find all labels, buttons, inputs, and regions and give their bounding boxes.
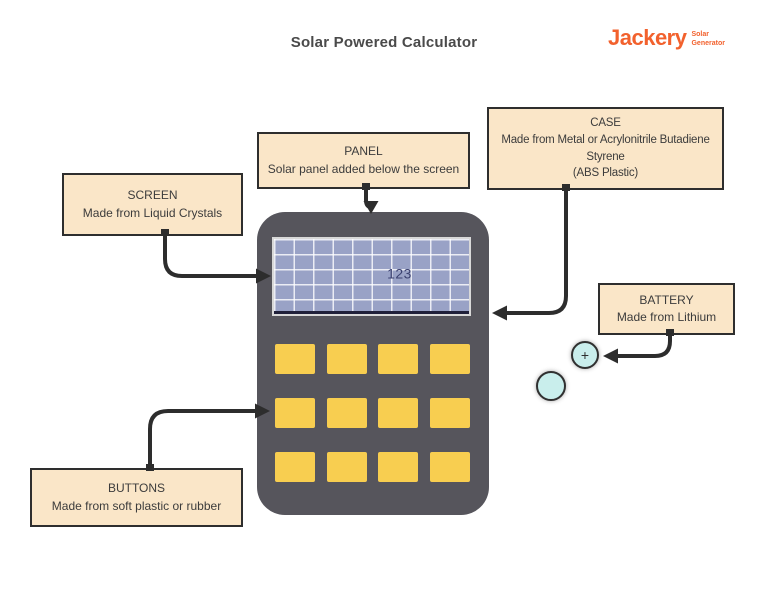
label-description: Styrene <box>586 150 625 163</box>
label-box-panel: PANEL Solar panel added below the screen <box>257 132 470 189</box>
buttons-connector-line <box>148 409 258 469</box>
calculator-body: 123 <box>257 212 489 515</box>
label-box-buttons: BUTTONS Made from soft plastic or rubber <box>30 468 243 527</box>
calculator-button <box>429 344 470 374</box>
label-description: (ABS Plastic) <box>572 167 639 180</box>
calculator-button <box>378 452 418 482</box>
calculator-button <box>326 398 367 428</box>
page-title: Solar Powered Calculator <box>290 34 478 51</box>
label-description: Made from Lithium <box>616 310 717 324</box>
calculator-button <box>378 344 418 374</box>
label-title: SCREEN <box>127 188 178 203</box>
label-title: CASE <box>590 117 621 130</box>
label-title: BATTERY <box>639 292 694 307</box>
label-title: BUTTONS <box>107 481 166 496</box>
calculator-button <box>275 398 315 428</box>
label-box-case: CASE Made from Metal or Acrylonitrile Bu… <box>487 107 724 190</box>
calculator-button <box>275 344 315 374</box>
solar-panel-screen: 123 <box>274 239 469 314</box>
calculator-button <box>326 452 367 482</box>
calculator-keypad <box>275 344 470 482</box>
panel-connector-line <box>364 187 372 209</box>
calculator-button <box>429 452 470 482</box>
label-description: Made from Metal or Acrylonitrile Butadie… <box>501 133 710 146</box>
label-box-battery: BATTERY Made from Lithium <box>598 283 735 335</box>
label-description: Made from Liquid Crystals <box>82 205 223 220</box>
case-connector-arrowhead <box>492 305 507 321</box>
logo-wordmark: Jackery <box>608 25 687 50</box>
label-box-screen: SCREEN Made from Liquid Crystals <box>62 173 243 236</box>
calculator-button <box>326 344 367 374</box>
label-title: PANEL <box>344 144 383 159</box>
logo-tagline-line1: Solar <box>691 30 709 38</box>
battery-connector-arrowhead <box>603 348 618 364</box>
label-description: Made from soft plastic or rubber <box>51 498 222 513</box>
calculator-button <box>378 398 418 428</box>
case-connector-line <box>504 188 568 315</box>
jackery-logo: Jackery Solar Generator <box>608 25 725 51</box>
battery-cell-positive: + <box>571 341 599 369</box>
screen-connector-line <box>163 233 259 278</box>
battery-cell <box>536 371 566 401</box>
label-description: Solar panel added below the screen <box>267 161 460 176</box>
logo-tagline-line2: Generator <box>691 39 725 47</box>
calculator-screen-frame: 123 <box>272 237 471 316</box>
plus-symbol: + <box>580 347 590 363</box>
calculator-button <box>429 398 470 428</box>
logo-tagline: Solar Generator <box>691 31 724 49</box>
battery-connector-line <box>615 333 672 358</box>
calculator-button <box>275 452 315 482</box>
display-value: 123 <box>387 265 412 282</box>
